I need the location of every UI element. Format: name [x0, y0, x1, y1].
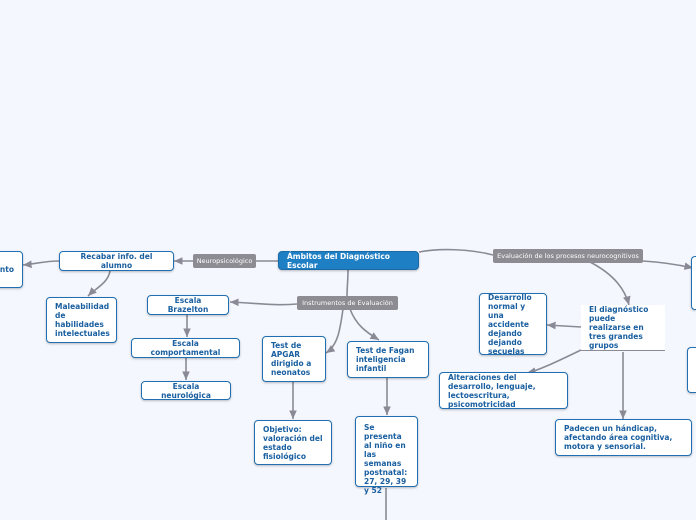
node-brazelton[interactable]: Escala Brazelton	[147, 295, 229, 315]
node-text: Padecen un hándicap, afectando área cogn…	[564, 424, 673, 451]
root-node[interactable]: Ámbitos del Diagnóstico Escolar	[278, 251, 419, 270]
edge-diagnostico-desarrollo	[546, 321, 582, 330]
node-text: Recabar info. del alumno	[80, 252, 153, 270]
node-fagan[interactable]: Test de Fagan inteligencia infantil	[347, 341, 429, 378]
node-text: ento	[0, 265, 14, 274]
node-comportamental[interactable]: Escala comportamental	[131, 338, 240, 358]
node-alteraciones[interactable]: Alteraciones del desarrollo, lenguaje, l…	[439, 372, 568, 409]
node-text: Test de Fagan inteligencia infantil	[356, 346, 415, 373]
node-offscreen-right-top[interactable]	[691, 256, 696, 310]
root-label: Ámbitos del Diagnóstico Escolar	[287, 251, 390, 270]
node-text: Escala comportamental	[150, 339, 221, 357]
node-handicap[interactable]: Padecen un hándicap, afectando área cogn…	[555, 419, 692, 456]
edge-root-instrumentos	[346, 269, 349, 297]
node-text: Objetivo: valoración del estado fisiológ…	[263, 424, 323, 461]
node-apgar[interactable]: Test de APGAR dirigido a neonatos	[262, 336, 326, 382]
node-objetivo[interactable]: Objetivo: valoración del estado fisiológ…	[254, 420, 332, 465]
node-desarrollo-normal[interactable]: Desarrollo normal y una accidente dejand…	[479, 292, 547, 356]
edge-instrumentos-apgar	[325, 308, 344, 354]
edge-instrumentos-fagan	[349, 308, 380, 341]
branch-label-text: Evaluación de los procesos neurocognitiv…	[497, 252, 639, 260]
node-text: Se presenta al niño en las semanas postn…	[364, 423, 408, 495]
node-text: Test de APGAR dirigido a neonatos	[271, 341, 312, 377]
node-maleabilidad[interactable]: Maleabilidad de habilidades intelectuale…	[46, 297, 117, 343]
branch-label-text: Neuropsicológico	[196, 257, 253, 265]
branch-label-evaluacion[interactable]: Evaluación de los procesos neurocognitiv…	[493, 249, 643, 263]
node-recabar[interactable]: Recabar info. del alumno	[59, 251, 174, 271]
node-neurologica[interactable]: Escala neurológica	[141, 381, 231, 400]
node-offscreen-left[interactable]: ento	[0, 251, 23, 288]
node-presenta[interactable]: Se presenta al niño en las semanas postn…	[355, 416, 418, 495]
node-text: Desarrollo normal y una accidente dejand…	[488, 292, 532, 356]
node-offscreen-right-bottom[interactable]	[687, 347, 696, 393]
edge-root-evaluacion	[418, 248, 494, 256]
edge-recabar-maleabilidad	[87, 270, 111, 297]
edge-recabar-offscreen	[22, 260, 60, 269]
node-diagnostico[interactable]: El diagnóstico puede realizarse en tres …	[581, 305, 665, 351]
node-text: Alteraciones del desarrollo, lenguaje, l…	[448, 372, 536, 409]
branch-label-instrumentos[interactable]: Instrumentos de Evaluación	[297, 296, 398, 310]
node-text: Escala neurológica	[161, 381, 211, 400]
branch-label-neuropsicologico[interactable]: Neuropsicológico	[193, 254, 256, 268]
node-text: El diagnóstico puede realizarse en tres …	[589, 305, 649, 350]
branch-label-text: Instrumentos de Evaluación	[302, 299, 393, 307]
node-text: Escala Brazelton	[167, 296, 209, 314]
edge-instrumentos-brazelton	[229, 298, 298, 307]
edge-evaluacion-right	[642, 260, 694, 270]
edge-evaluacion-diagnostico	[589, 261, 631, 306]
node-text: Maleabilidad de habilidades intelectuale…	[55, 302, 110, 338]
